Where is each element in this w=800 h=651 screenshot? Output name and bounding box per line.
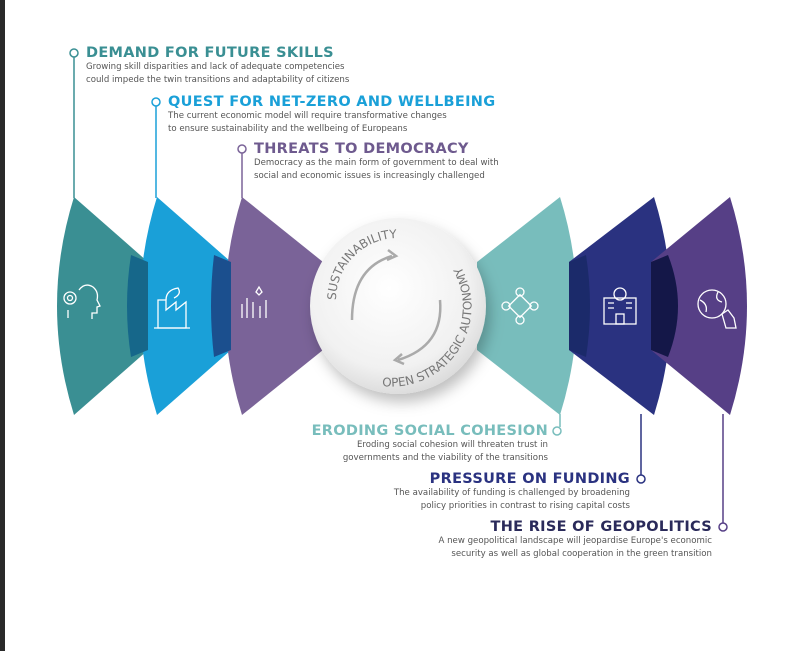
connector-dot bbox=[718, 522, 728, 532]
trend-shape-funding bbox=[569, 197, 671, 415]
trend-title: PRESSURE ON FUNDING bbox=[429, 471, 630, 487]
connector-dot bbox=[69, 48, 79, 58]
trend-shape-cohesion bbox=[477, 197, 577, 415]
left-border bbox=[0, 0, 5, 651]
trend-desc: security as well as global cooperation i… bbox=[451, 548, 712, 559]
connector-dot bbox=[636, 474, 646, 484]
trend-desc: The availability of funding is challenge… bbox=[393, 488, 630, 498]
globe-chess-icon bbox=[697, 289, 737, 329]
trend-title: DEMAND FOR FUTURE SKILLS bbox=[86, 45, 334, 61]
trend-desc: governments and the viability of the tra… bbox=[342, 452, 548, 463]
cycle-arrow-bottom bbox=[397, 299, 442, 362]
trend-netzero: QUEST FOR NET-ZERO AND WELLBEING The cur… bbox=[168, 94, 495, 135]
trend-title: THE RISE OF GEOPOLITICS bbox=[490, 519, 712, 535]
trend-desc: policy priorities in contrast to rising … bbox=[420, 500, 630, 511]
trend-shape-skills bbox=[57, 197, 148, 415]
trend-skills: DEMAND FOR FUTURE SKILLS Growing skill d… bbox=[86, 45, 349, 86]
factory-leaf-icon bbox=[154, 287, 190, 329]
connector-dot bbox=[151, 97, 161, 107]
trend-geopolitics: THE RISE OF GEOPOLITICS A new geopolitic… bbox=[438, 519, 712, 560]
trend-desc: Democracy as the main form of government… bbox=[254, 158, 499, 168]
trend-cohesion: ERODING SOCIAL COHESION Eroding social c… bbox=[312, 423, 548, 464]
bank-euro-icon bbox=[603, 287, 637, 325]
connected-people-icon bbox=[501, 287, 539, 325]
trend-funding: PRESSURE ON FUNDING The availability of … bbox=[394, 471, 630, 512]
trend-democracy: THREATS TO DEMOCRACY Democracy as the ma… bbox=[254, 141, 499, 182]
cycle-arrow-top bbox=[350, 254, 393, 321]
trend-desc: to ensure sustainability and the wellbei… bbox=[168, 123, 408, 134]
trend-title: QUEST FOR NET-ZERO AND WELLBEING bbox=[168, 94, 496, 110]
trend-title: ERODING SOCIAL COHESION bbox=[311, 423, 548, 439]
center-circle bbox=[310, 218, 486, 394]
connector-dot bbox=[552, 426, 562, 436]
trend-desc: The current economic model will require … bbox=[168, 111, 447, 121]
connector-dot bbox=[237, 144, 247, 154]
trend-title: THREATS TO DEMOCRACY bbox=[254, 141, 469, 157]
trend-desc: could impede the twin transitions and ad… bbox=[86, 74, 350, 85]
trend-desc: Growing skill disparities and lack of ad… bbox=[86, 62, 345, 72]
gear-head-icon bbox=[63, 284, 101, 319]
trend-desc: Eroding social cohesion will threaten tr… bbox=[357, 440, 548, 450]
raised-hands-icon bbox=[241, 285, 267, 318]
trend-desc: A new geopolitical landscape will jeopar… bbox=[438, 536, 712, 546]
trend-shape-geopolitics bbox=[651, 197, 747, 415]
trend-shape-democracy bbox=[225, 197, 323, 415]
trend-desc: social and economic issues is increasing… bbox=[254, 170, 485, 181]
